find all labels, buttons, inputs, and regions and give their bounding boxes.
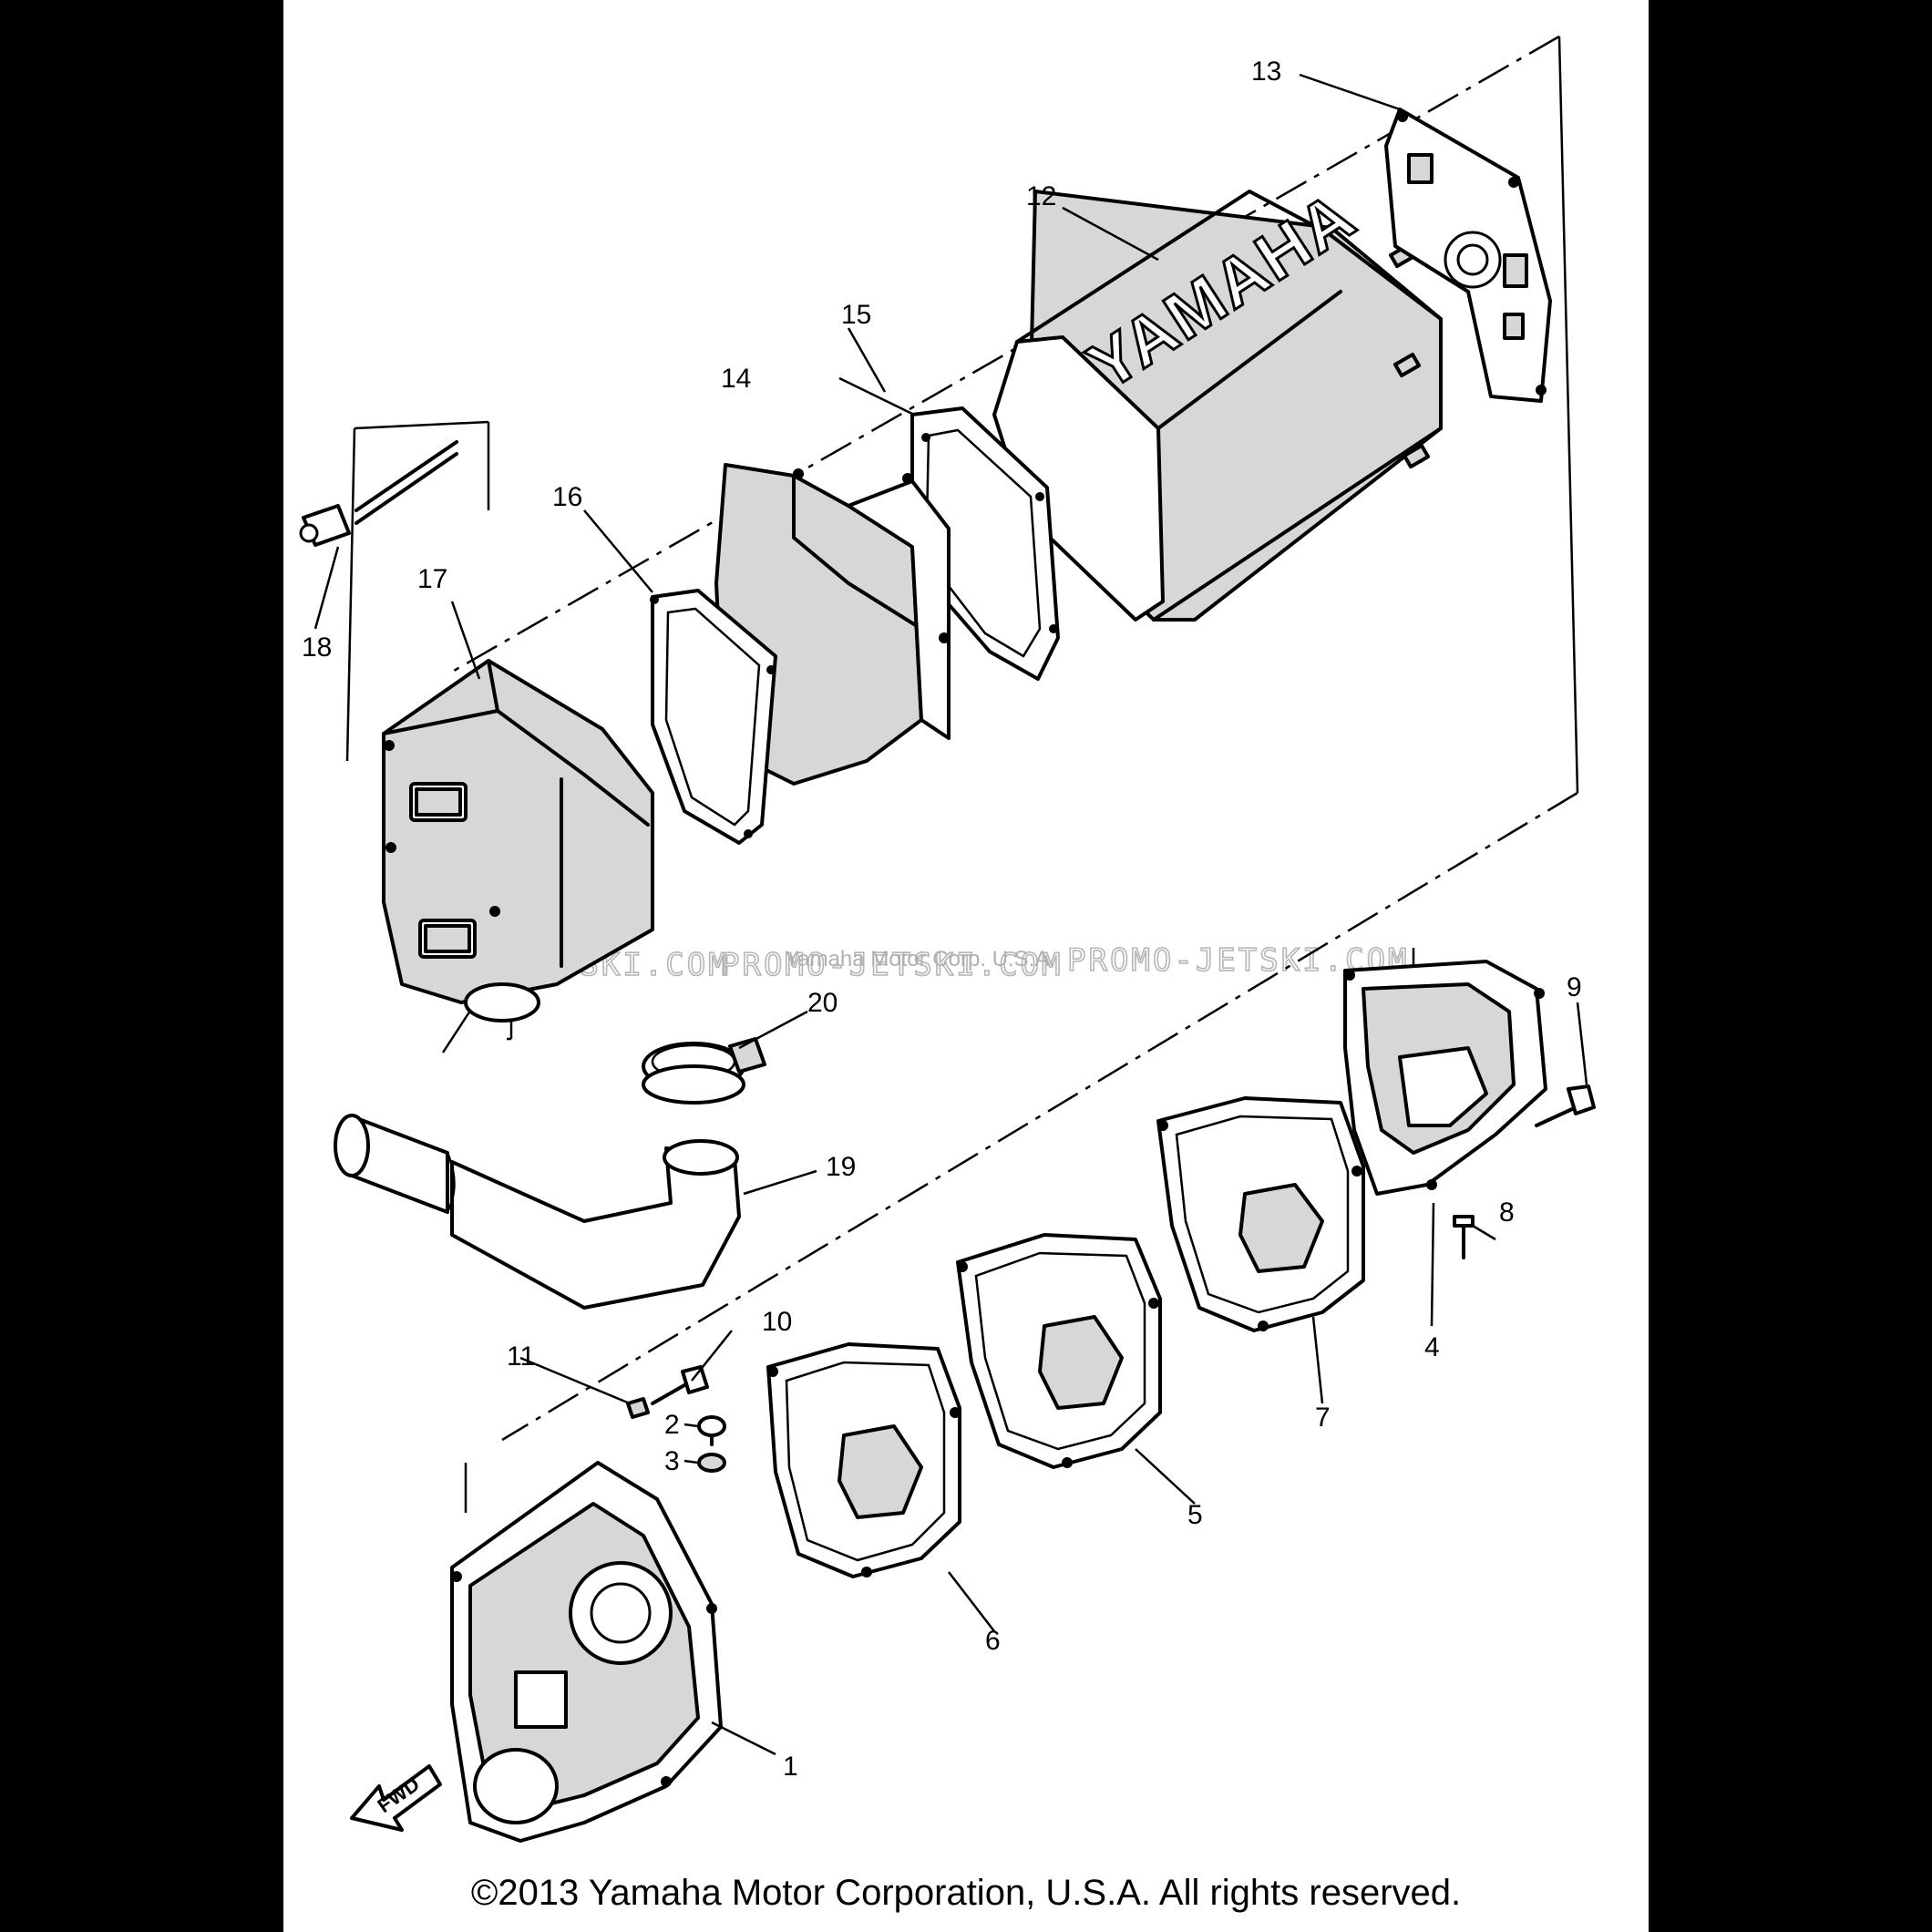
part-12-muffler-body: YAMAHA [992, 176, 1443, 622]
callout-15: 15 [841, 300, 871, 330]
watermark-company: Yamaha Motor Corp. U.S.A. [785, 947, 1055, 971]
part-9-bolt [1535, 1084, 1596, 1127]
callout-13: 13 [1251, 57, 1281, 87]
callout-16: 16 [552, 482, 582, 512]
callout-4: 4 [1424, 1332, 1440, 1362]
part-16-gasket [650, 589, 777, 845]
watermark-layer: JETSKI.COM PROMO-JETSKI.COM PROMO-JETSKI… [515, 941, 1407, 984]
callout-1: 1 [783, 1752, 798, 1782]
exploded-parts-diagram: JETSKI.COM PROMO-JETSKI.COM PROMO-JETSKI… [299, 35, 1596, 1843]
callout-3: 3 [664, 1446, 680, 1476]
part-2-plug [697, 1415, 726, 1446]
callout-5: 5 [1187, 1500, 1203, 1530]
callout-18: 18 [302, 632, 332, 663]
callout-numbers: 1 2 3 4 5 6 7 8 9 10 11 12 13 14 15 16 1… [302, 57, 1582, 1782]
part-13-end-plate [1384, 108, 1552, 403]
callout-14: 14 [721, 364, 751, 394]
diagram-sheet: JETSKI.COM PROMO-JETSKI.COM PROMO-JETSKI… [283, 0, 1649, 1932]
leader-lines [313, 73, 1588, 1756]
part-6-gasket-plate [766, 1342, 961, 1578]
fwd-arrow: FWD [350, 1764, 442, 1832]
callout-20: 20 [807, 988, 838, 1018]
part-5-gasket-plate [956, 1233, 1162, 1469]
part-8-bolt [1453, 1215, 1475, 1259]
callout-10: 10 [762, 1307, 792, 1337]
callout-7: 7 [1315, 1403, 1331, 1433]
part-7-gasket-plate [1156, 1096, 1365, 1332]
callout-12: 12 [1026, 181, 1056, 211]
callout-8: 8 [1499, 1197, 1515, 1228]
part-11-nut [626, 1397, 650, 1419]
part-20-hose-clamp [642, 1037, 766, 1105]
callout-19: 19 [826, 1152, 856, 1182]
part-3-washer [697, 1453, 726, 1473]
part-17-front-chamber [382, 659, 654, 1023]
callout-11: 11 [507, 1341, 535, 1372]
part-10-bolt [651, 1365, 709, 1405]
callout-6: 6 [985, 1626, 1001, 1656]
callout-2: 2 [664, 1410, 680, 1440]
part-1-main-housing [450, 1461, 723, 1843]
part-18-long-bolt [299, 440, 458, 547]
part-4-housing [1343, 960, 1547, 1196]
watermark-center: PROMO-JETSKI.COM [721, 947, 1064, 983]
copyright-notice: ©2013 Yamaha Motor Corporation, U.S.A. A… [470, 1873, 1462, 1913]
part-19-elbow-hose [334, 1114, 741, 1310]
callout-17: 17 [417, 564, 447, 594]
callout-9: 9 [1567, 972, 1582, 1002]
